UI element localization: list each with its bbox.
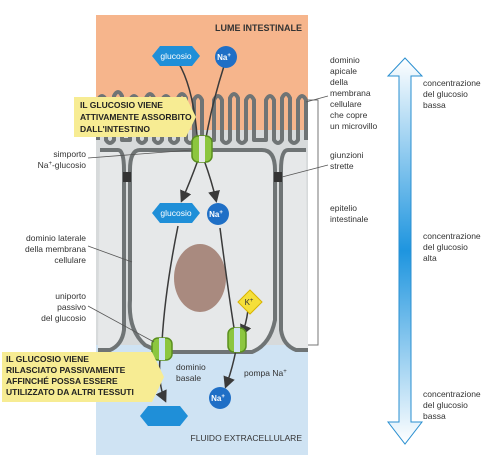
tight-junction-right (274, 172, 282, 182)
epithelium-bracket (308, 99, 319, 346)
sodium-pump (227, 327, 247, 353)
uniport-label-line2: passivo (57, 302, 86, 312)
symport-na-text: Na (38, 160, 49, 170)
symport-label-line1: simporto (53, 149, 86, 159)
pump-label: pompa Na+ (244, 368, 287, 378)
glucose-label-cell: glucosio (160, 208, 191, 218)
gradient-mid-line1: concentrazione (423, 231, 481, 241)
pump-label-charge: + (283, 369, 287, 375)
gradient-bottom-line3: bassa (423, 411, 446, 421)
glucose-label-lumen: glucosio (160, 51, 191, 61)
basal-label-line2: basale (176, 373, 201, 383)
tight-junction-label-line1: giunzioni (330, 150, 364, 160)
passive-callout-line4: UTILIZZATO DA ALTRI TESSUTI (6, 387, 134, 397)
tight-junction-left (123, 172, 131, 182)
apical-membrane (96, 90, 308, 145)
epithelium-label-line2: intestinale (330, 214, 369, 224)
tight-junction-leader (281, 164, 329, 178)
glucose-into-cell-arrow (180, 159, 199, 203)
lateral-label-line3: cellulare (54, 255, 86, 265)
symport-label-line2: Na+-glucosio (38, 160, 87, 170)
glucose-molecule-extracellular (140, 406, 188, 426)
apical-label-line2: apicale (330, 66, 357, 76)
extracellular-title: FLUIDO EXTRACELLULARE (191, 433, 303, 443)
tight-junction-label-line2: strette (330, 161, 354, 171)
active-absorption-callout: IL GLUCOSIO VIENE ATTIVAMENTE ASSORBITO … (74, 97, 196, 137)
sodium-charge-cell: + (219, 210, 223, 216)
lateral-leader (87, 245, 133, 263)
gradient-top-line1: concentrazione (423, 78, 481, 88)
concentration-gradient-arrow (386, 57, 424, 445)
svg-text:Na+: Na+ (217, 53, 231, 62)
left-neighbor-cell (98, 148, 126, 352)
apical-label-line5: cellulare (330, 99, 362, 109)
sodium-to-pump-path (219, 227, 235, 329)
potassium-label: K (245, 298, 251, 307)
potassium-ion: K+ (237, 289, 263, 315)
right-neighbor-cell (279, 148, 308, 352)
potassium-charge: + (250, 298, 254, 304)
apical-label-line7: un microvillo (330, 121, 378, 131)
active-callout-line3: DALL'INTESTINO (80, 124, 150, 134)
gradient-bottom-line1: concentrazione (423, 389, 481, 399)
passive-callout-line1: IL GLUCOSIO VIENE (6, 354, 89, 364)
symport-na-charge: + (48, 161, 52, 167)
passive-glucose-uniport (151, 337, 173, 361)
svg-text:K+: K+ (245, 298, 254, 307)
gradient-top-line3: bassa (423, 100, 446, 110)
sodium-label-lumen: Na (217, 53, 228, 62)
glucose-to-uniport-path (161, 225, 179, 343)
sodium-ion-lumen: Na+ (215, 46, 237, 68)
uniport-label-line1: uniporto (55, 291, 86, 301)
lateral-label-line1: dominio laterale (26, 233, 86, 243)
lateral-label-line2: della membrana (25, 244, 86, 254)
sodium-ion-extracellular: Na+ (209, 387, 231, 409)
pump-label-text: pompa Na (244, 368, 283, 378)
active-callout-line2: ATTIVAMENTE ASSORBITO (80, 112, 192, 122)
lumen-title: LUME INTESTINALE (215, 23, 302, 33)
sodium-label-extracellular: Na (211, 394, 222, 403)
gradient-mid-line2: del glucosio (423, 242, 468, 252)
gradient-top-line2: del glucosio (423, 89, 468, 99)
passive-release-callout: IL GLUCOSIO VIENE RILASCIATO PASSIVAMENT… (2, 352, 164, 402)
glucose-molecule-cell: glucosio (152, 203, 200, 223)
passive-callout-line2: RILASCIATO PASSIVAMENTE (6, 365, 126, 375)
basal-label-line1: dominio (176, 362, 206, 372)
epithelium-label-line1: epitelio (330, 203, 357, 213)
gradient-mid-line3: alta (423, 253, 437, 263)
sodium-label-cell: Na (209, 210, 220, 219)
uniport-label-line3: del glucosio (41, 313, 86, 323)
sodium-charge-lumen: + (227, 53, 231, 59)
apical-label-line1: dominio (330, 55, 360, 65)
sodium-charge-extracellular: + (221, 394, 225, 400)
svg-text:Na+: Na+ (211, 394, 225, 403)
apical-label-line6: che copre (330, 110, 368, 120)
nucleus (174, 244, 226, 312)
apical-label-line3: della (330, 77, 348, 87)
passive-callout-line3: AFFINCHÉ POSSA ESSERE (6, 376, 118, 386)
symport-leader (87, 149, 193, 159)
sodium-into-cell-arrow (203, 159, 220, 203)
active-callout-line1: IL GLUCOSIO VIENE (80, 100, 163, 110)
sodium-glucose-symport (191, 135, 213, 163)
apical-label-line4: membrana (330, 88, 371, 98)
gradient-bottom-line2: del glucosio (423, 400, 468, 410)
sodium-ion-cell: Na+ (207, 203, 229, 225)
apical-leader (305, 95, 329, 103)
svg-text:Na+: Na+ (209, 210, 223, 219)
sodium-exit-arrow (223, 349, 237, 389)
uniport-leader (87, 305, 155, 343)
glucose-molecule-lumen: glucosio (152, 46, 200, 66)
symport-glucose-text: -glucosio (52, 160, 86, 170)
